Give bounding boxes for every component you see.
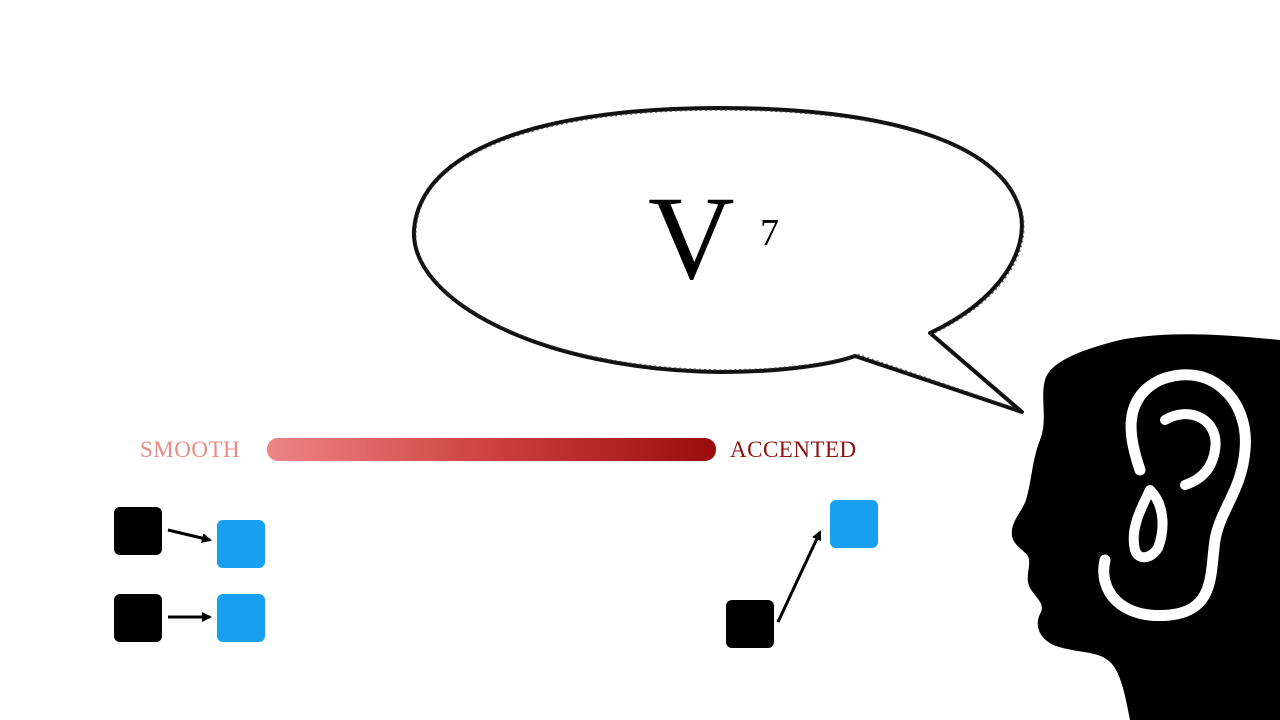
smooth-accented-gradient-bar — [267, 438, 716, 461]
arrow-top-left — [167, 528, 212, 544]
arrow-leap — [776, 530, 822, 623]
source-note-square-top — [114, 507, 162, 555]
source-note-square-bottom — [114, 594, 162, 642]
speech-bubble-texture — [415, 109, 1025, 411]
speech-bubble — [411, 106, 1024, 414]
source-note-square-leap — [726, 600, 774, 648]
target-note-square-top — [217, 520, 265, 568]
chord-numeral: V — [648, 171, 735, 304]
accented-label: ACCENTED — [730, 437, 857, 462]
smooth-label: SMOOTH — [140, 437, 241, 462]
target-note-square-bottom — [217, 594, 265, 642]
head-with-ear-icon — [1011, 334, 1280, 720]
chord-extension: 7 — [760, 212, 779, 254]
target-note-square-leap — [830, 500, 878, 548]
